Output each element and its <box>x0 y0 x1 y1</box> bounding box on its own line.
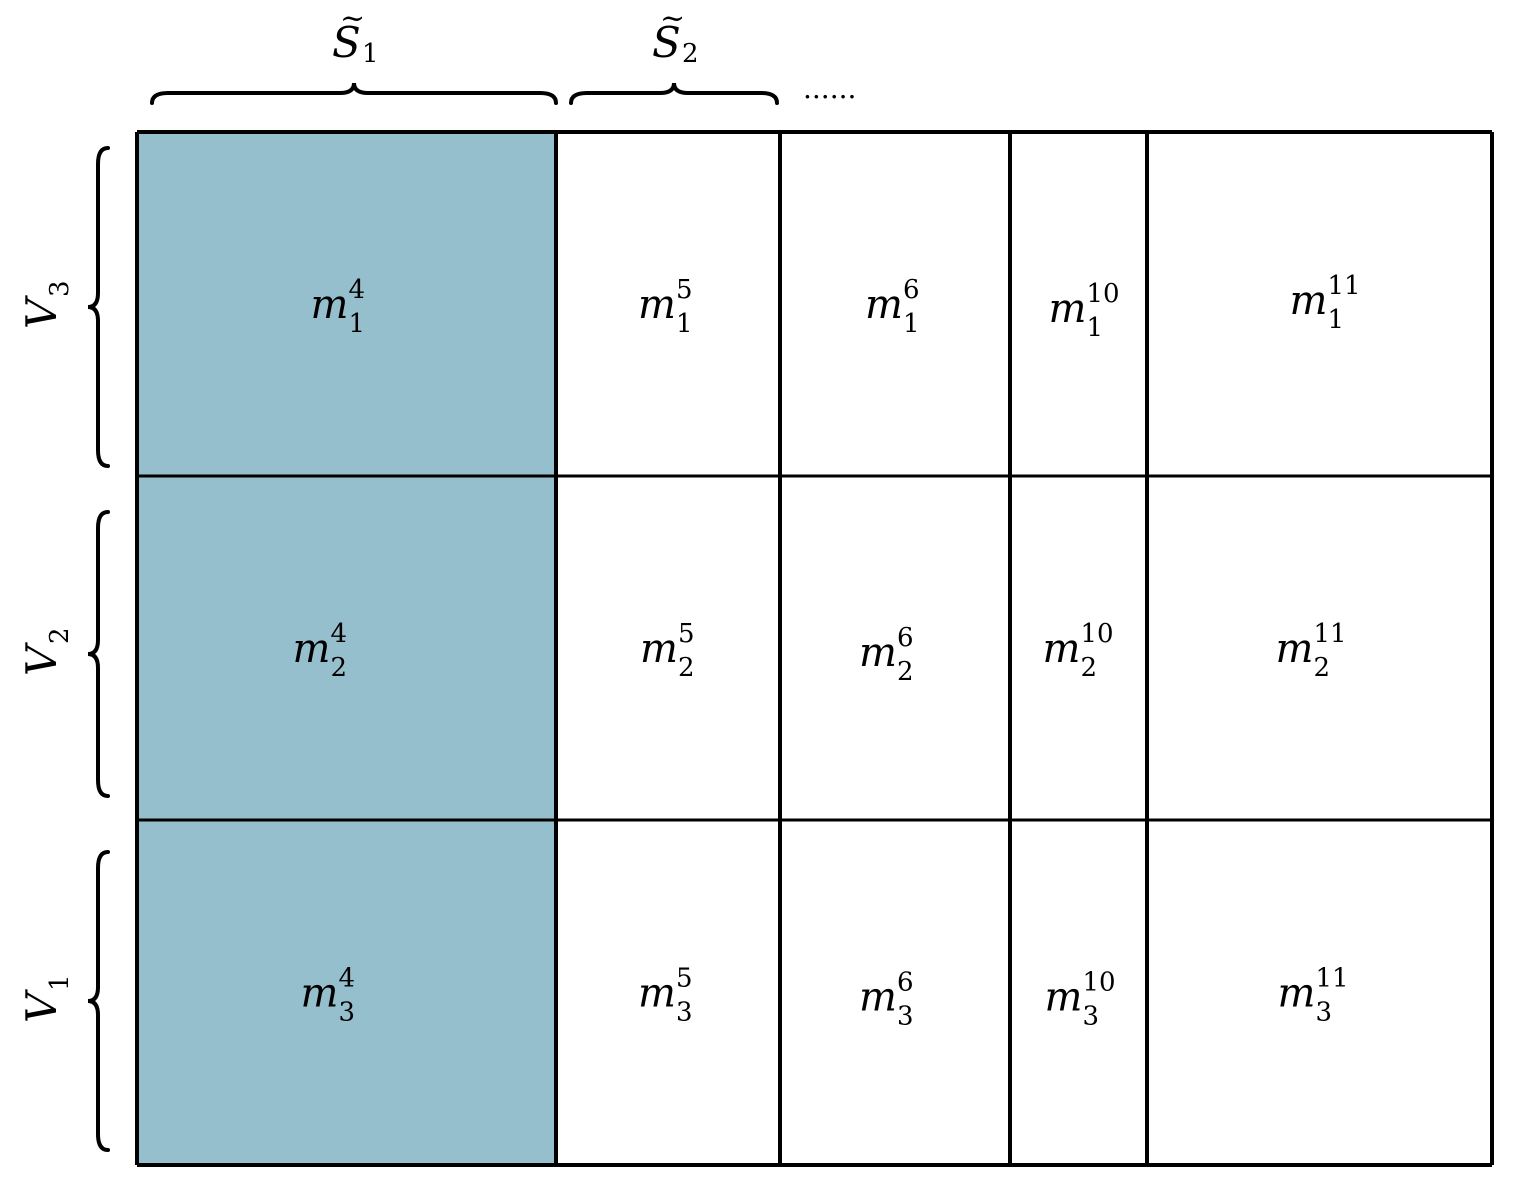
svg-text:1: 1 <box>676 309 693 339</box>
svg-text:m: m <box>1045 975 1083 1021</box>
side-brace-label: V2 <box>17 627 75 676</box>
svg-text:1: 1 <box>903 309 920 339</box>
svg-text:5: 5 <box>676 964 693 994</box>
top-brace <box>150 82 558 105</box>
svg-text:2: 2 <box>678 653 695 683</box>
svg-text:10: 10 <box>1083 968 1116 998</box>
svg-text:m: m <box>1049 286 1087 332</box>
svg-text:m: m <box>865 282 903 328</box>
svg-text:10: 10 <box>1087 279 1120 309</box>
svg-text:m: m <box>1290 278 1328 324</box>
svg-text:m: m <box>311 282 349 328</box>
svg-text:2: 2 <box>1081 653 1098 683</box>
svg-text:2: 2 <box>45 627 75 644</box>
svg-text:4: 4 <box>339 964 356 994</box>
svg-text:~: ~ <box>340 1 365 36</box>
highlighted-column <box>137 132 556 1165</box>
svg-text:1: 1 <box>362 39 379 69</box>
svg-text:2: 2 <box>1314 653 1331 683</box>
svg-text:m: m <box>301 971 339 1017</box>
svg-text:5: 5 <box>678 619 695 649</box>
svg-text:2: 2 <box>897 657 914 687</box>
svg-text:4: 4 <box>349 275 366 305</box>
svg-text:5: 5 <box>676 275 693 305</box>
svg-text:m: m <box>640 626 678 672</box>
svg-text:4: 4 <box>331 619 348 649</box>
side-brace-label: V3 <box>17 280 75 329</box>
ellipsis: ...... <box>803 72 856 105</box>
svg-text:6: 6 <box>897 968 914 998</box>
svg-text:V: V <box>17 295 66 329</box>
svg-text:1: 1 <box>1328 305 1345 335</box>
side-brace <box>87 850 110 1152</box>
svg-text:m: m <box>638 282 676 328</box>
svg-text:3: 3 <box>1083 1002 1100 1032</box>
svg-text:m: m <box>1043 626 1081 672</box>
svg-text:~: ~ <box>660 1 685 36</box>
top-brace <box>569 82 779 105</box>
svg-text:V: V <box>17 989 66 1023</box>
svg-text:m: m <box>1276 626 1314 672</box>
svg-text:3: 3 <box>45 280 75 297</box>
svg-text:m: m <box>638 971 676 1017</box>
side-brace-label: V1 <box>17 974 75 1023</box>
top-brace-label: S~1 <box>332 1 379 69</box>
svg-text:1: 1 <box>1087 313 1104 343</box>
svg-text:11: 11 <box>1314 619 1347 649</box>
svg-text:V: V <box>17 642 66 676</box>
svg-text:m: m <box>293 626 331 672</box>
svg-text:2: 2 <box>331 653 348 683</box>
svg-text:1: 1 <box>45 974 75 991</box>
svg-text:m: m <box>1278 971 1316 1017</box>
svg-text:1: 1 <box>349 309 366 339</box>
svg-text:m: m <box>859 975 897 1021</box>
side-brace <box>87 146 110 468</box>
svg-text:3: 3 <box>676 998 693 1028</box>
svg-text:3: 3 <box>897 1002 914 1032</box>
svg-text:6: 6 <box>903 275 920 305</box>
top-brace-label: S~2 <box>652 1 699 69</box>
svg-text:S: S <box>332 18 361 67</box>
svg-text:2: 2 <box>682 39 699 69</box>
svg-text:m: m <box>859 630 897 676</box>
svg-text:3: 3 <box>339 998 356 1028</box>
svg-text:11: 11 <box>1328 271 1361 301</box>
side-brace <box>87 510 110 798</box>
svg-text:11: 11 <box>1316 964 1349 994</box>
svg-text:6: 6 <box>897 623 914 653</box>
svg-text:10: 10 <box>1081 619 1114 649</box>
svg-text:3: 3 <box>1316 998 1333 1028</box>
svg-text:S: S <box>652 18 681 67</box>
